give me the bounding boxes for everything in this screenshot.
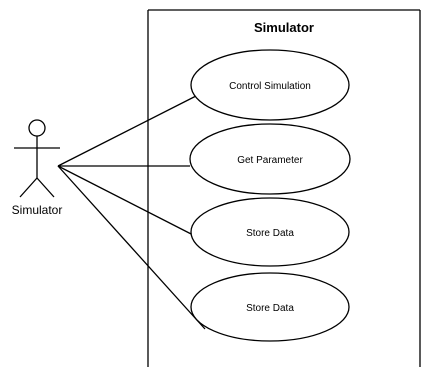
use-case-label: Control Simulation bbox=[229, 81, 311, 92]
use-case-ellipse: Get Parameter bbox=[189, 123, 351, 195]
actor-label: Simulator bbox=[12, 203, 63, 217]
use-case-label: Store Data bbox=[246, 303, 294, 314]
use-case-ellipse-shape bbox=[189, 123, 351, 195]
actor-right-leg bbox=[36, 177, 55, 198]
associations bbox=[57, 95, 206, 330]
use-case-ellipse: Store Data bbox=[190, 197, 350, 267]
use-case-ellipse: Store Data bbox=[190, 272, 350, 342]
actor-figure: Simulator bbox=[12, 119, 63, 217]
use-case-ellipse-shape bbox=[190, 272, 350, 342]
actor-left-leg bbox=[19, 177, 38, 198]
association-line bbox=[57, 95, 197, 167]
use-case-ellipse: Control Simulation bbox=[190, 49, 350, 121]
association-line bbox=[57, 165, 198, 238]
use-case-ellipse-shape bbox=[190, 197, 350, 267]
system-boundary: Simulator bbox=[147, 9, 421, 367]
use-case-label: Store Data bbox=[246, 228, 294, 239]
association-line bbox=[57, 165, 206, 330]
use-case-label: Get Parameter bbox=[237, 155, 303, 166]
actor-head bbox=[28, 119, 46, 137]
system-title: Simulator bbox=[254, 20, 314, 35]
use-case-ellipse-shape bbox=[190, 49, 350, 121]
